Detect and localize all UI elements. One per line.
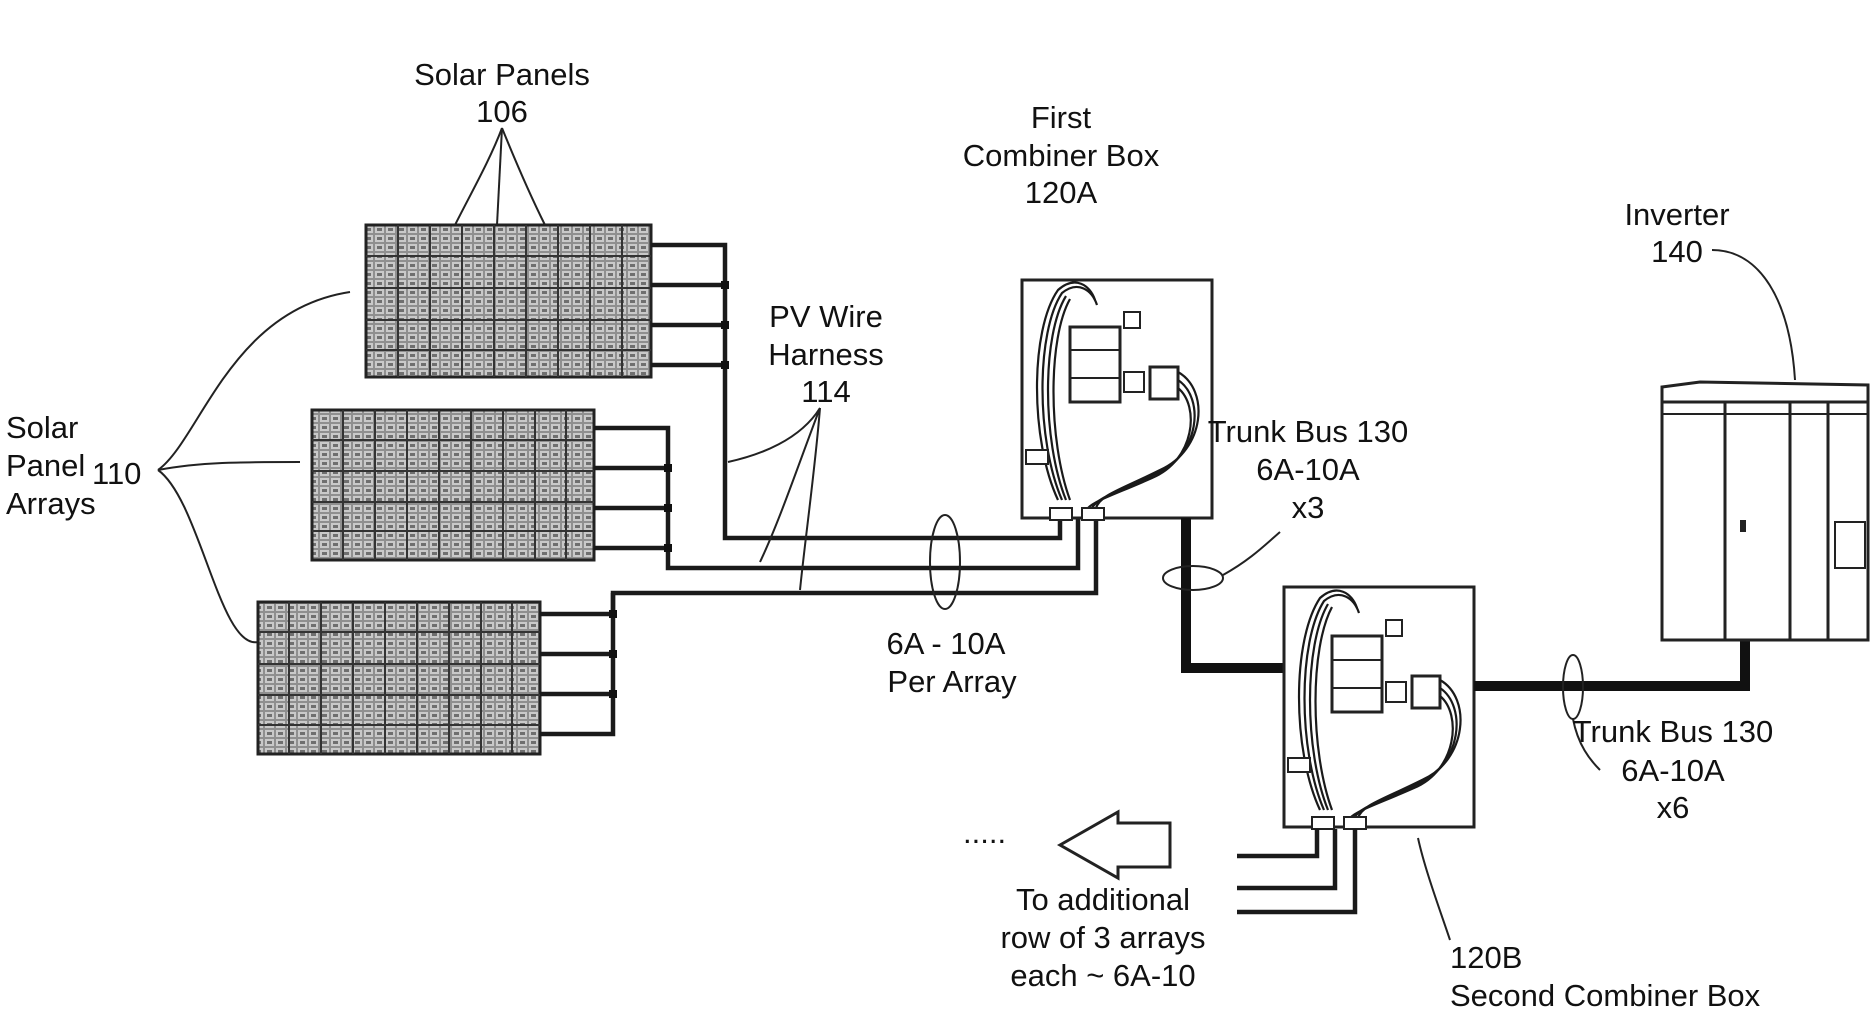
first-combiner-box <box>1022 280 1212 520</box>
trunk-bus-2 <box>1474 640 1745 686</box>
inverter-ref: 140 <box>1651 234 1703 269</box>
pv-harness-ref: 114 <box>801 374 850 409</box>
solar-panel-1 <box>366 225 651 377</box>
inverter <box>1662 382 1868 640</box>
second-combiner-label: Second Combiner Box <box>1450 978 1761 1013</box>
solar-panel-3 <box>258 602 540 754</box>
per-array-label-1: 6A - 10A <box>887 626 1006 661</box>
solar-panel-2 <box>312 410 594 560</box>
inverter-label: Inverter <box>1624 197 1729 232</box>
second-combiner-box <box>1284 587 1474 829</box>
pv-harness-label-2: Harness <box>768 337 883 372</box>
arrays-label-3: Arrays <box>6 486 96 521</box>
solar-panels-ref: 106 <box>476 94 528 129</box>
trunk-bus-1-label-2: 6A-10A <box>1256 452 1360 487</box>
labels: Solar Panels 106 Solar Panel Arrays 110 … <box>6 57 1773 1013</box>
solar-panels-label: Solar Panels <box>414 57 590 92</box>
trunk-bus-2-label-3: x6 <box>1657 790 1690 825</box>
first-combiner-label-1: First <box>1031 100 1092 135</box>
more-dots: ..... <box>963 815 1006 850</box>
trunk-bus-1-label-1: Trunk Bus 130 <box>1208 414 1408 449</box>
additional-row-label-1: To additional <box>1016 882 1190 917</box>
pv-harness-label-1: PV Wire <box>769 299 883 334</box>
arrays-label-1: Solar <box>6 410 78 445</box>
first-combiner-ref: 120A <box>1025 175 1098 210</box>
additional-row-label-2: row of 3 arrays <box>1000 920 1205 955</box>
arrow-left-icon <box>1060 812 1170 878</box>
additional-row-wires <box>1237 829 1355 912</box>
arrays-ref: 110 <box>92 456 141 491</box>
arrays-label-2: Panel <box>6 448 85 483</box>
trunk-bus-1-label-3: x3 <box>1292 490 1325 525</box>
trunk-bus-2-label-1: Trunk Bus 130 <box>1573 714 1773 749</box>
first-combiner-label-2: Combiner Box <box>963 138 1160 173</box>
second-combiner-ref: 120B <box>1450 940 1522 975</box>
per-array-label-2: Per Array <box>887 664 1017 699</box>
additional-row-label-3: each ~ 6A-10 <box>1010 958 1195 993</box>
trunk-bus-2-label-2: 6A-10A <box>1621 753 1725 788</box>
